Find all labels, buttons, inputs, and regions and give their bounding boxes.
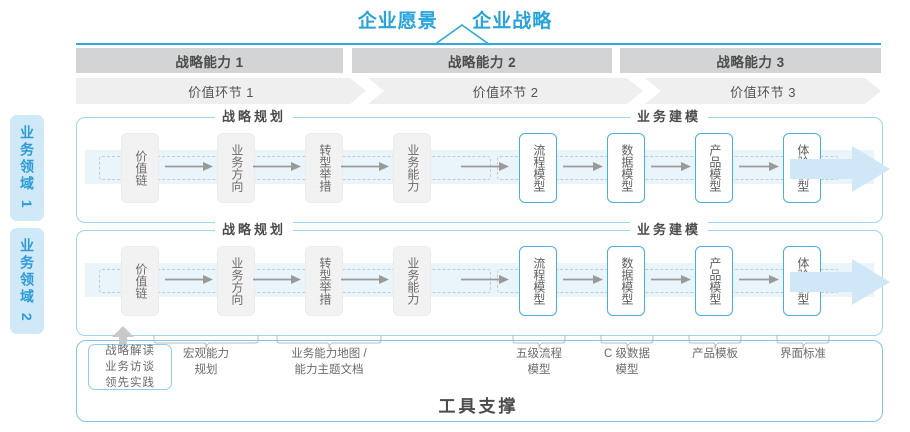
tool-support-title: 工具支撑 xyxy=(438,397,519,416)
node-label: 流程模型 xyxy=(531,257,546,305)
flow-arrow-icon xyxy=(341,275,389,284)
row1-top-rule xyxy=(86,117,801,118)
node-product-model-r1[interactable]: 产品模型 xyxy=(695,133,733,203)
flow-arrow-icon xyxy=(461,162,509,171)
peak-connector-icon xyxy=(433,24,491,46)
dashed-rail-planning-1 xyxy=(99,156,491,180)
flow-arrow-icon xyxy=(461,275,509,284)
flow-arrow-icon xyxy=(341,162,389,171)
bracket-capability-map xyxy=(276,335,382,350)
node-process-model-r1[interactable]: 流程模型 xyxy=(519,133,557,203)
node-label: 业务能力 xyxy=(405,144,420,192)
section-caption-modeling-2: 业务建模 xyxy=(630,222,709,238)
bracket-product-template xyxy=(688,335,742,350)
node-label: 转型举措 xyxy=(317,144,332,192)
bracket-data-model xyxy=(600,335,654,350)
node-business-direction-r2[interactable]: 业务方向 xyxy=(217,246,255,316)
domain-row-1: 价值链 业务方向 转型举措 业务能力 流程模型 数据模型 产品模型 体验模型 xyxy=(76,117,883,223)
tool-up-arrow-icon xyxy=(112,326,134,348)
node-label: 流程模型 xyxy=(531,144,546,192)
node-business-direction-r1[interactable]: 业务方向 xyxy=(217,133,255,203)
value-chain-3[interactable]: 价值环节 3 xyxy=(645,78,881,104)
header-title-row: 企业愿景 企业战略 xyxy=(0,6,910,33)
enterprise-strategy-title: 企业战略 xyxy=(472,11,553,32)
node-label: 业务方向 xyxy=(229,144,244,192)
dashed-rail-planning-2 xyxy=(99,269,491,293)
sidebar-domain-tag-2[interactable]: 业务领域 2 xyxy=(10,228,44,334)
row2-top-rule xyxy=(86,230,801,231)
value-chain-2[interactable]: 价值环节 2 xyxy=(368,78,643,104)
node-label: 数据模型 xyxy=(619,144,634,192)
section-caption-planning-1: 战略规划 xyxy=(215,109,294,125)
node-label: 业务能力 xyxy=(405,257,420,305)
flow-arrow-icon xyxy=(563,162,603,171)
node-label: 数据模型 xyxy=(619,257,634,305)
node-business-capability-r2[interactable]: 业务能力 xyxy=(393,246,431,316)
enterprise-vision-title: 企业愿景 xyxy=(357,11,438,32)
node-transformation-r1[interactable]: 转型举措 xyxy=(305,133,343,203)
node-data-model-r2[interactable]: 数据模型 xyxy=(607,246,645,316)
node-label: 价值链 xyxy=(133,263,148,299)
node-value-chain-r1[interactable]: 价值链 xyxy=(121,133,159,203)
section-caption-planning-2: 战略规划 xyxy=(215,222,294,238)
flow-arrow-icon xyxy=(651,162,691,171)
tool-label-process-model: 五级流程 模型 xyxy=(516,348,562,376)
tool-label-ui-standard: 界面标准 xyxy=(780,348,826,360)
flow-arrow-icon xyxy=(739,275,779,284)
node-label: 转型举措 xyxy=(317,257,332,305)
flow-end-arrow-icon-2 xyxy=(790,259,890,305)
flow-arrow-icon xyxy=(165,275,213,284)
node-label: 业务方向 xyxy=(229,257,244,305)
capability-bar-3[interactable]: 战略能力 3 xyxy=(620,48,881,73)
node-label: 产品模型 xyxy=(707,144,722,192)
tool-label-data-model: C 级数据 模型 xyxy=(604,348,650,376)
capability-bar-1[interactable]: 战略能力 1 xyxy=(76,48,343,73)
sidebar-domain-tag-1[interactable]: 业务领域 1 xyxy=(10,115,44,221)
tool-label-capability-map: 业务能力地图 / 能力主题文档 xyxy=(291,348,367,376)
node-transformation-r2[interactable]: 转型举措 xyxy=(305,246,343,316)
node-process-model-r2[interactable]: 流程模型 xyxy=(519,246,557,316)
value-chain-1[interactable]: 价值环节 1 xyxy=(76,78,366,104)
node-label: 价值链 xyxy=(133,150,148,186)
tool-label-product-template: 产品模板 xyxy=(692,348,738,360)
header-divider-rule xyxy=(76,43,881,45)
bracket-process-model xyxy=(512,335,566,350)
tool-support-container xyxy=(76,340,883,422)
tool-highlight-box[interactable]: 战略解读 业务访谈 领先实践 xyxy=(88,344,172,390)
node-data-model-r1[interactable]: 数据模型 xyxy=(607,133,645,203)
flow-arrow-icon xyxy=(253,162,301,171)
flow-arrow-icon xyxy=(165,162,213,171)
node-value-chain-r2[interactable]: 价值链 xyxy=(121,246,159,316)
flow-arrow-icon xyxy=(651,275,691,284)
bracket-ui-standard xyxy=(776,335,830,350)
flow-end-arrow-icon-1 xyxy=(790,146,890,192)
flow-arrow-icon xyxy=(253,275,301,284)
domain-row-2: 价值链 业务方向 转型举措 业务能力 流程模型 数据模型 产品模型 体验模型 xyxy=(76,230,883,336)
flow-arrow-icon xyxy=(563,275,603,284)
flow-arrow-icon xyxy=(739,162,779,171)
capability-bar-2[interactable]: 战略能力 2 xyxy=(352,48,612,73)
node-product-model-r2[interactable]: 产品模型 xyxy=(695,246,733,316)
node-business-capability-r1[interactable]: 业务能力 xyxy=(393,133,431,203)
bracket-macro-capability xyxy=(153,335,259,350)
node-label: 产品模型 xyxy=(707,257,722,305)
tool-label-macro-capability: 宏观能力 规划 xyxy=(183,348,229,376)
section-caption-modeling-1: 业务建模 xyxy=(630,109,709,125)
